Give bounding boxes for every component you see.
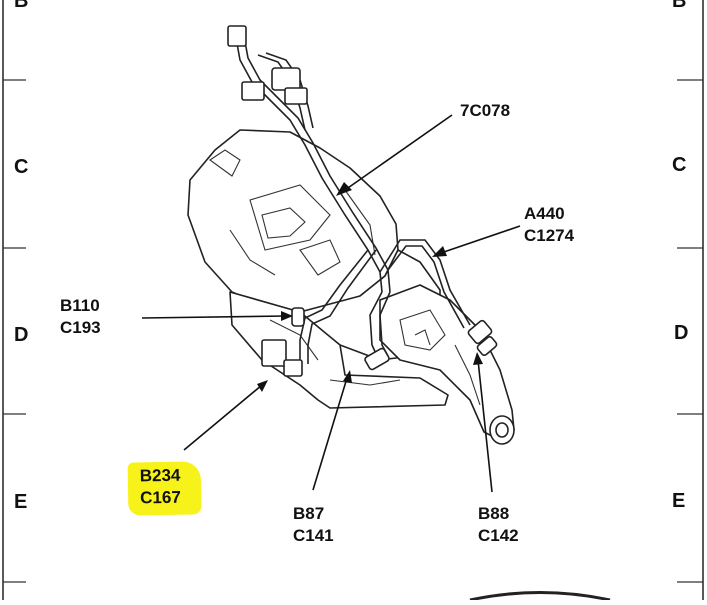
zone-label-d-left: D	[14, 324, 29, 346]
arrowhead-b88	[473, 352, 483, 365]
zone-label-c-left: C	[14, 156, 29, 178]
callout-a440-line2: C1274	[524, 226, 575, 245]
zone-label-b-right: B	[672, 0, 687, 12]
wiring-harness	[235, 35, 471, 364]
bottom-arc	[469, 591, 611, 602]
zone-ticks	[3, 79, 703, 583]
zone-label-b-left: B	[14, 0, 29, 12]
callout-b234-highlighted: B234 C167	[127, 461, 202, 516]
zone-label-e-right: E	[672, 490, 686, 512]
callout-b88-line1: B88	[478, 504, 510, 523]
case-ribs	[209, 149, 481, 406]
callout-b110: B110 C193	[60, 295, 101, 339]
zone-label-d-right: D	[674, 322, 689, 344]
callout-b110-line2: C193	[60, 318, 101, 337]
callout-b88-line2: C142	[478, 526, 519, 545]
arrowhead-b87	[343, 370, 352, 383]
arrowhead-b110	[281, 311, 293, 321]
callout-7c078: 7C078	[460, 101, 511, 120]
arrowhead-a440	[432, 246, 447, 257]
arrow-heads	[257, 182, 483, 392]
zone-label-e-left: E	[14, 491, 28, 513]
callout-a440: A440 C1274	[524, 203, 574, 247]
zone-label-c-right: C	[672, 154, 687, 176]
callout-b87-line2: C141	[293, 526, 334, 545]
callout-b234-line1: B234	[139, 465, 181, 486]
callout-a440-line1: A440	[524, 204, 565, 223]
arrowhead-b234	[257, 380, 268, 392]
arrowhead-7c078	[336, 182, 352, 196]
transmission-case	[187, 129, 515, 445]
callout-b234-line2: C167	[139, 487, 181, 508]
leader-lines	[141, 114, 521, 493]
callout-b87-line1: B87	[293, 504, 325, 523]
callout-b110-line1: B110	[60, 296, 100, 315]
callout-b87: B87 C141	[293, 503, 334, 547]
callout-b88: B88 C142	[478, 503, 519, 547]
harness-connectors	[227, 25, 498, 377]
